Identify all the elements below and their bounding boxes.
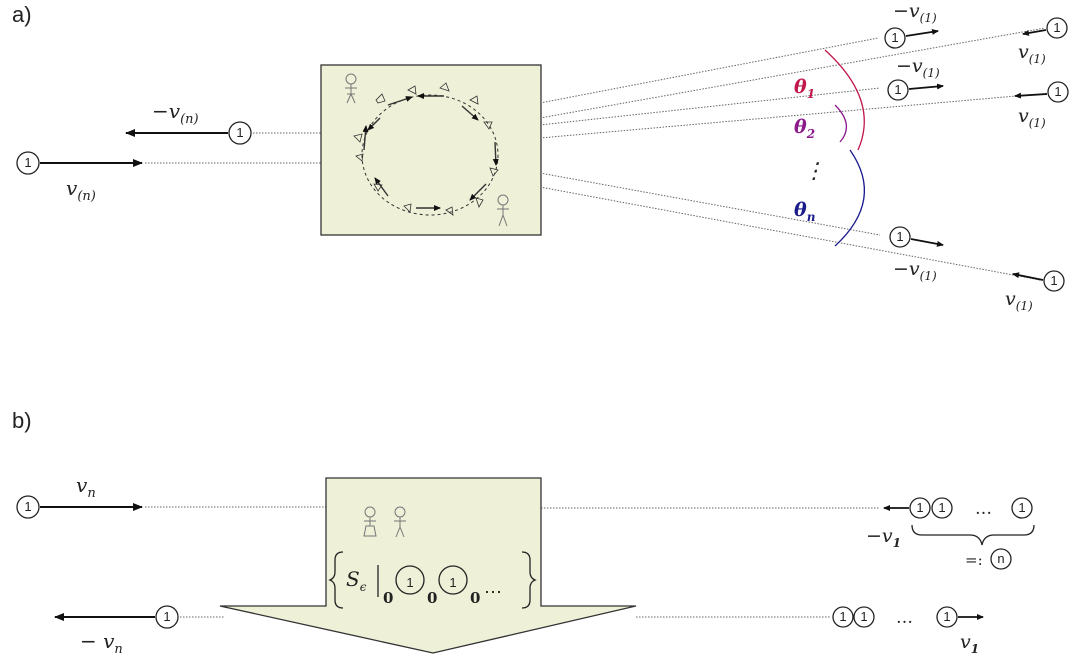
svg-text:1: 1 <box>839 609 846 624</box>
stick-figure-b-1 <box>363 506 377 537</box>
incoming-particle-n: 1 <box>1012 270 1065 292</box>
svg-text:…: … <box>975 499 992 519</box>
svg-text:1: 1 <box>891 30 898 45</box>
particle-in-left-a <box>16 151 40 175</box>
state-expression: Sϵ 0 1 0 1 0 ⋯ <box>328 551 537 609</box>
label-v-n-b: vn <box>76 473 96 501</box>
panel-a-label: a) <box>12 2 32 27</box>
label-v-n-a: v(n) <box>66 176 96 204</box>
stick-figure-bottom-right <box>497 194 509 227</box>
incoming-particle-2: 1 <box>1014 81 1069 103</box>
panel-b-dotted-lines <box>145 506 880 618</box>
svg-text:1: 1 <box>896 229 903 244</box>
outgoing-particle-1: 1 <box>884 27 939 49</box>
particle-out-left-a-label: 1 <box>236 125 243 140</box>
svg-text:1: 1 <box>916 500 923 515</box>
svg-text:1: 1 <box>406 575 413 590</box>
defeq-label: =: <box>965 551 983 569</box>
particle-out-left-b <box>155 605 179 629</box>
label-theta-n: θn <box>794 199 815 224</box>
label-minus-v-n-a: −v(n) <box>152 99 199 127</box>
label-theta-2: θ2 <box>794 116 815 141</box>
scattering-box-b <box>219 477 637 654</box>
incoming-particle-1: 1 <box>1022 17 1068 39</box>
molecule-ring <box>353 82 499 216</box>
svg-text:1: 1 <box>938 500 945 515</box>
outgoing-particle-2: 1 <box>887 79 944 101</box>
svg-text:1: 1 <box>1050 273 1057 288</box>
arc-theta-1 <box>824 49 865 151</box>
incoming-group-b: 1 1 … 1 <box>883 497 1033 519</box>
label-dots-a: ⋮ <box>803 159 825 184</box>
stick-figure-b-2 <box>394 506 406 538</box>
panel-b-label: b) <box>12 408 32 433</box>
label-minus-v1-bottom: −v(1) <box>893 258 937 283</box>
arc-theta-2 <box>834 104 847 143</box>
outgoing-particle-n: 1 <box>889 226 944 248</box>
svg-text:1: 1 <box>1054 84 1061 99</box>
svg-text:Sϵ: Sϵ <box>346 567 367 594</box>
label-v1-b: v1 <box>960 631 979 656</box>
arc-theta-n <box>834 149 865 247</box>
particle-in-left-b-label: 1 <box>24 499 31 514</box>
svg-text:0: 0 <box>427 589 437 607</box>
svg-text:0: 0 <box>470 589 480 607</box>
label-minus-v-n-b: − vn <box>80 629 123 657</box>
stick-figure-top-left <box>345 73 357 104</box>
particle-in-left-b <box>16 495 40 519</box>
label-theta-1: θ1 <box>794 76 815 101</box>
svg-text:1: 1 <box>1018 500 1025 515</box>
svg-text:1: 1 <box>894 82 901 97</box>
svg-text:1: 1 <box>943 609 950 624</box>
label-minus-v1-b: −v1 <box>866 525 901 550</box>
svg-text:⋯: ⋯ <box>484 582 502 603</box>
svg-text:1: 1 <box>860 609 867 624</box>
svg-text:…: … <box>896 608 913 628</box>
label-v1-bottom: v(1) <box>1005 288 1033 313</box>
particle-in-left-a-label: 1 <box>24 155 31 170</box>
outgoing-group-b: 1 1 … 1 <box>832 606 984 628</box>
label-v1-mid: v(1) <box>1018 105 1046 130</box>
label-v1-top: v(1) <box>1018 41 1046 66</box>
particle-out-left-b-label: 1 <box>163 609 170 624</box>
panel-a-dotted-lines <box>145 27 1051 281</box>
n-bubble-label: n <box>997 551 1004 566</box>
n-bubble <box>990 548 1012 570</box>
label-minus-v1-top: −v(1) <box>893 0 937 25</box>
svg-text:0: 0 <box>383 589 393 607</box>
group-brace <box>911 524 1035 546</box>
scattering-box-a <box>320 64 542 236</box>
particle-out-left-a <box>228 121 252 145</box>
svg-text:1: 1 <box>1053 20 1060 35</box>
label-minus-v1-mid: −v(1) <box>896 55 940 80</box>
svg-text:1: 1 <box>449 575 456 590</box>
